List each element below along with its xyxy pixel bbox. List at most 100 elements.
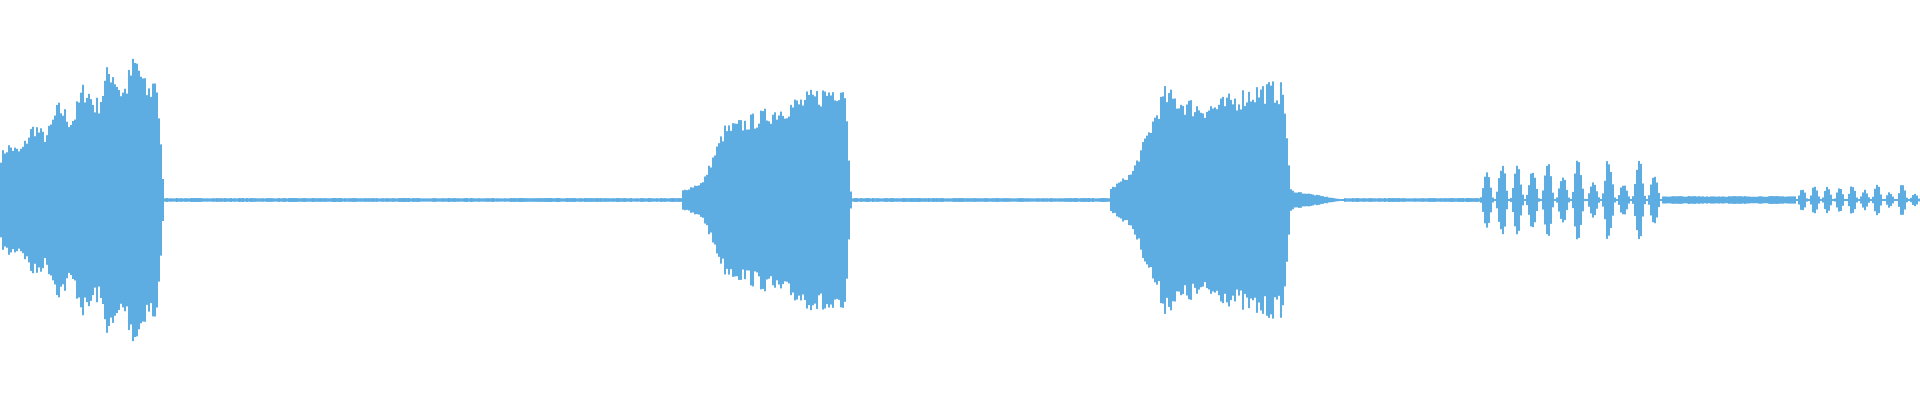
waveform-bar [94,112,96,288]
waveform-bar [32,126,34,274]
waveform-bar [1494,199,1496,201]
waveform-bar [1188,100,1190,300]
waveform-bar [1352,198,1354,202]
waveform-bar [720,136,722,264]
waveform-bar [580,198,582,202]
waveform-bar [340,198,342,202]
waveform-bar [1246,102,1248,298]
waveform-bar [1800,190,1802,210]
waveform-bar [1294,192,1296,208]
waveform-bar [1696,196,1698,204]
waveform-bar [206,198,208,202]
waveform-bar [948,198,950,202]
waveform-bar [464,198,466,202]
waveform-bar [1666,196,1668,204]
waveform-bar [586,198,588,202]
waveform-bar [1738,196,1740,204]
waveform-bar [1886,195,1888,205]
waveform-bar [554,198,556,202]
waveform-bar [1164,86,1166,314]
waveform-bar [120,96,122,304]
waveform-bar [590,198,592,202]
waveform-bar [522,198,524,202]
waveform-bar [1120,181,1122,219]
waveform-bar [714,155,716,245]
waveform-bar [1060,198,1062,202]
waveform-bar [118,90,120,310]
waveform-bar [1472,198,1474,202]
waveform-bar [1572,191,1574,209]
waveform-bar [6,152,8,248]
waveform-bar [1772,196,1774,204]
waveform-bar [788,116,790,284]
waveform-bar [1812,187,1814,213]
waveform-bar [1118,182,1120,218]
waveform-bar [1816,190,1818,210]
waveform-bar [90,99,92,301]
waveform-bar [616,198,618,202]
waveform-bar [508,198,510,202]
waveform-bar [1242,90,1244,310]
waveform-bar [376,198,378,202]
waveform-bar [872,198,874,202]
waveform-bar [250,198,252,202]
waveform-bar [230,198,232,202]
waveform-bar [488,198,490,202]
waveform-bar [1842,194,1844,206]
waveform-bar [944,198,946,202]
waveform-bar [1198,110,1200,290]
waveform-bar [62,115,64,285]
waveform-bar [112,77,114,323]
waveform-bar [1828,189,1830,211]
waveform-bar [1342,199,1344,201]
waveform-bar [550,198,552,202]
waveform-bar [82,84,84,316]
waveform-bar [1762,196,1764,204]
waveform-bar [950,198,952,202]
waveform-bar [1390,198,1392,202]
waveform-bar [1550,176,1552,224]
waveform-bar [1802,189,1804,211]
waveform-bar [728,125,730,275]
waveform-bar [910,198,912,202]
waveform-bar [1204,117,1206,283]
waveform-bar [332,198,334,202]
waveform-bar [1644,195,1646,205]
waveform-bar [1482,188,1484,212]
waveform-bar [968,198,970,202]
waveform-bar [390,198,392,202]
waveform-bar [1102,198,1104,202]
waveform-bar [750,114,752,286]
waveform-bar [1080,198,1082,202]
waveform-bar [824,91,826,309]
waveform-bar [854,198,856,202]
waveform-bar [598,198,600,202]
waveform-bar [1634,183,1636,217]
waveform-bar [574,198,576,202]
waveform-bar [184,198,186,202]
waveform-bar [372,198,374,202]
waveform-bar [1900,185,1902,215]
waveform-bar [274,198,276,202]
waveform-bar [1156,115,1158,285]
waveform-bar [1728,196,1730,204]
waveform-bar [708,165,710,235]
waveform-bar [1376,198,1378,202]
waveform-bar [1650,184,1652,216]
waveform-bar [1286,138,1288,262]
waveform-bar [880,198,882,202]
waveform-bar [1042,198,1044,202]
waveform-bar [442,198,444,202]
waveform-bar [582,198,584,202]
waveform-bar [1272,81,1274,319]
waveform-bar [252,198,254,202]
waveform-bar [1784,196,1786,204]
waveform-bar [1440,198,1442,202]
waveform-bar [1326,196,1328,204]
waveform-bar [256,198,258,202]
waveform-bar [1726,196,1728,204]
waveform-bar [1616,199,1618,201]
waveform-bar [792,107,794,293]
waveform-bar [546,198,548,202]
